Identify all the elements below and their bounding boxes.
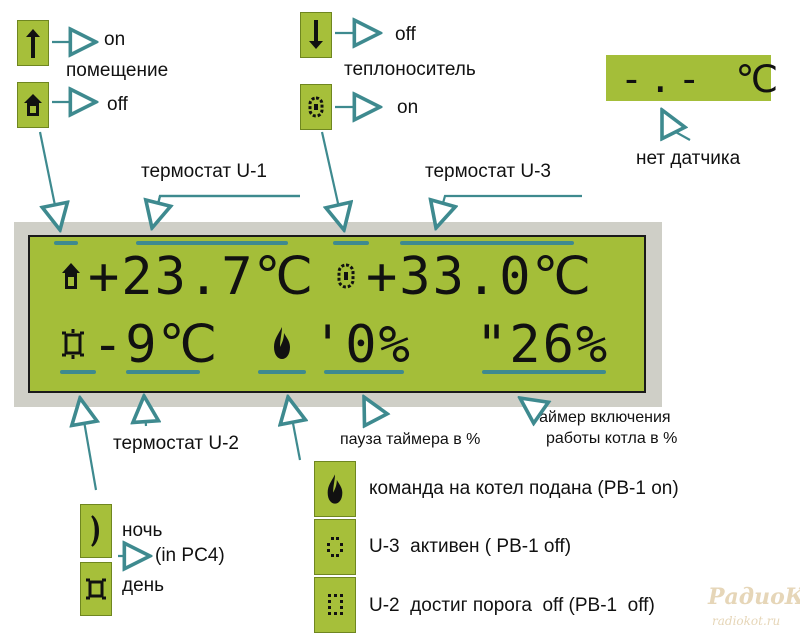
up-state-label: on — [104, 29, 126, 50]
bar-day-icon — [60, 370, 96, 374]
boiler-icon — [300, 84, 332, 130]
bar-pause — [324, 370, 404, 374]
bar-thermostat-u3 — [400, 241, 574, 245]
house-icon — [17, 82, 49, 128]
pause-timer-label: пауза таймера в % — [340, 431, 481, 448]
lcd-pause-percent: '0% — [312, 315, 412, 375]
lcd-flame-icon — [270, 325, 294, 366]
coolant-label: теплоноситель — [344, 59, 476, 80]
thermostat-u3-label: термостат U-3 — [425, 161, 551, 182]
thermostat-u1-label: термостат U-1 — [141, 161, 267, 182]
lcd-room-temp: +23.7℃ — [88, 247, 315, 307]
u3-active-label: U-3 активен ( РВ-1 off) — [369, 536, 572, 557]
lcd-timer-percent: "26% — [476, 315, 610, 375]
u2-indicator-icon — [314, 577, 356, 633]
thermostat-u2-label: термостат U-2 — [113, 433, 239, 454]
timer-on-label-1: таймер включения — [532, 409, 671, 426]
lcd-sun-icon — [60, 327, 86, 366]
down-state-label: off — [395, 24, 416, 45]
bar-timer — [482, 370, 606, 374]
lcd-coolant-temp: +33.0℃ — [366, 247, 593, 307]
u2-threshold-label: U-2 достиг порога off (РВ-1 off) — [369, 595, 655, 616]
moon-icon — [80, 504, 112, 558]
boiler-state-label: on — [397, 97, 419, 118]
lcd-outside-temp: -9℃ — [92, 315, 220, 375]
bar-room-icon — [54, 241, 78, 245]
arrow-up-icon — [17, 20, 49, 66]
house-state-label: off — [107, 94, 128, 115]
sensor-value: -.- ℃ — [620, 57, 785, 101]
bar-thermostat-u2 — [126, 370, 200, 374]
timer-on-label-2: работы котла в % — [546, 430, 678, 447]
day-label: день — [122, 575, 165, 596]
pc4-label: (in PC4) — [155, 545, 225, 566]
flame-command-label: команда на котел подана (РВ-1 on) — [369, 478, 679, 499]
watermark-main: РадиоКОТ — [708, 584, 800, 610]
lcd-boiler-icon — [336, 261, 356, 296]
night-label: ночь — [122, 520, 163, 541]
sensor-display: -.- ℃ — [606, 55, 778, 101]
lcd-screen: +23.7℃ +33.0℃ -9℃ '0% "26% — [28, 235, 646, 393]
bar-thermostat-u1 — [136, 241, 288, 245]
u3-indicator-icon — [314, 519, 356, 575]
bar-coolant-icon — [333, 241, 369, 245]
bar-flame-icon — [258, 370, 306, 374]
lcd-house-icon — [60, 259, 82, 298]
sun-icon — [80, 562, 112, 616]
arrow-down-icon — [300, 12, 332, 58]
no-sensor-label: нет датчика — [636, 148, 741, 169]
room-label: помещение — [66, 60, 169, 81]
watermark-logo: РадиоКОТ — [708, 584, 800, 610]
flame-icon — [314, 461, 356, 517]
watermark-url: radiokot.ru — [712, 614, 781, 628]
